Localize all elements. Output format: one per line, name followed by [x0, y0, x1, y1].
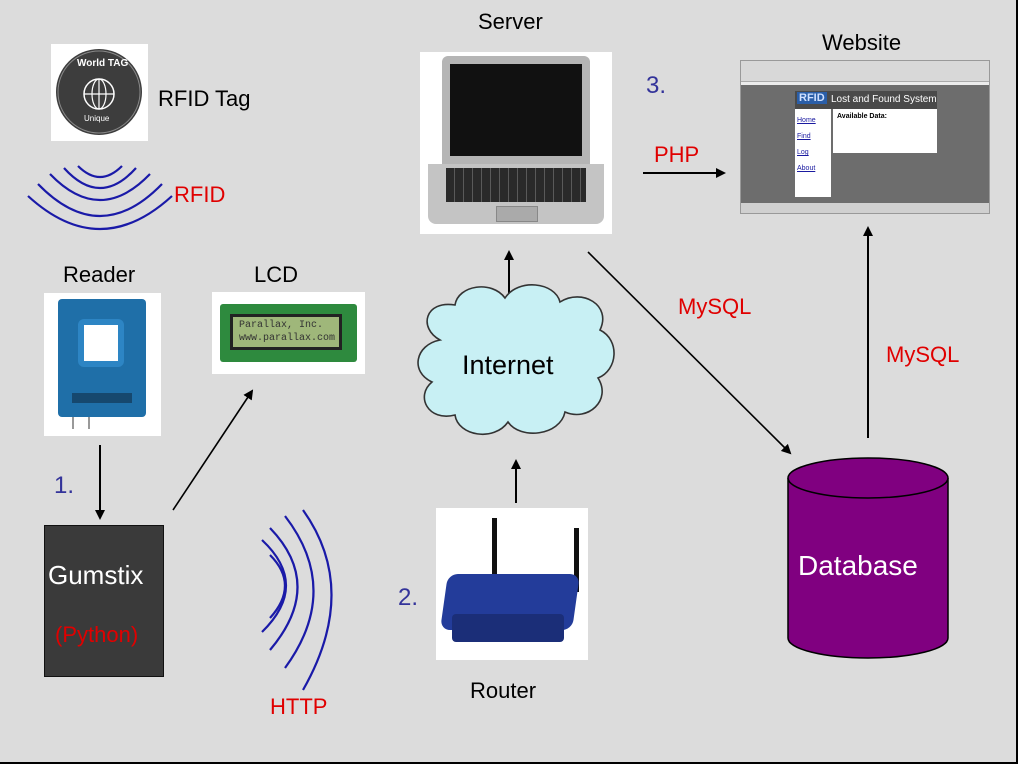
site-header: RFID Lost and Found System — [795, 91, 937, 109]
database-label: Database — [798, 550, 918, 581]
website-screenshot-image: RFID Lost and Found System Home Find Log… — [740, 60, 990, 214]
lcd-module-image: Parallax, Inc. www.parallax.com — [212, 292, 365, 374]
lcd-label: LCD — [254, 262, 299, 287]
site-logo: RFID — [797, 92, 827, 104]
step-1-label: 1. — [54, 472, 75, 499]
lcd-board: Parallax, Inc. www.parallax.com — [220, 304, 357, 362]
router-antenna-right — [574, 528, 579, 592]
site-panel-heading: Available Data: — [837, 113, 887, 120]
browser-toolbar — [741, 61, 989, 82]
mysql-db-web-label: MySQL — [886, 342, 960, 367]
laptop-lid — [442, 56, 590, 164]
lcd-line-1: Parallax, Inc. — [239, 320, 324, 331]
laptop-base — [428, 164, 604, 224]
gumstix-box — [44, 525, 164, 677]
arrow-server-to-database — [587, 251, 792, 455]
rfid-waves-icon — [27, 165, 173, 231]
browser-statusbar — [741, 203, 989, 213]
router-image — [436, 508, 588, 660]
browser-content: RFID Lost and Found System Home Find Log… — [741, 85, 989, 203]
laptop-touchpad — [496, 206, 538, 222]
site-nav-log[interactable]: Log — [797, 149, 809, 156]
mysql-server-db-label: MySQL — [678, 294, 752, 319]
server-laptop-image — [420, 52, 612, 234]
router-label: Router — [470, 678, 537, 703]
laptop-screen — [450, 64, 582, 156]
tag-logo-top-text: World TAG — [77, 58, 129, 69]
internet-cloud-shape — [417, 284, 615, 436]
rfid-label: RFID — [174, 182, 226, 207]
site-nav-about[interactable]: About — [797, 165, 816, 172]
laptop-keyboard — [446, 168, 586, 202]
database-cylinder — [787, 457, 949, 659]
server-label: Server — [478, 9, 543, 34]
site-title: Lost and Found System — [831, 94, 937, 105]
rfid-tag-label: RFID Tag — [158, 86, 251, 111]
http-waves-icon — [261, 509, 333, 691]
rfid-reader-image — [44, 293, 161, 436]
site-nav-home[interactable]: Home — [797, 117, 816, 124]
world-tag-logo-icon — [56, 49, 142, 135]
gumstix-label: Gumstix — [48, 560, 144, 590]
router-antenna-left — [492, 518, 497, 582]
python-label: (Python) — [55, 622, 139, 647]
lcd-screen: Parallax, Inc. www.parallax.com — [230, 314, 342, 350]
site-panel: Available Data: — [833, 109, 937, 153]
internet-label: Internet — [462, 350, 554, 380]
php-label: PHP — [654, 142, 700, 167]
step-3-label: 3. — [646, 72, 667, 99]
reader-chip-row — [72, 393, 132, 403]
step-2-label: 2. — [398, 584, 419, 611]
reader-label: Reader — [63, 262, 136, 287]
reader-pins — [72, 417, 90, 429]
reader-board — [58, 299, 146, 417]
reader-antenna-square — [78, 319, 124, 367]
site-nav-find[interactable]: Find — [797, 133, 811, 140]
lcd-line-2: www.parallax.com — [239, 333, 336, 344]
rfid-tag-image: World TAG Unique — [51, 44, 148, 141]
site-nav: Home Find Log About — [795, 109, 831, 197]
website-label: Website — [822, 30, 902, 55]
arrow-gumstix-to-lcd — [172, 389, 254, 511]
http-label: HTTP — [270, 694, 328, 719]
router-front-panel — [452, 614, 564, 642]
tag-logo-bottom-text: Unique — [84, 114, 110, 123]
